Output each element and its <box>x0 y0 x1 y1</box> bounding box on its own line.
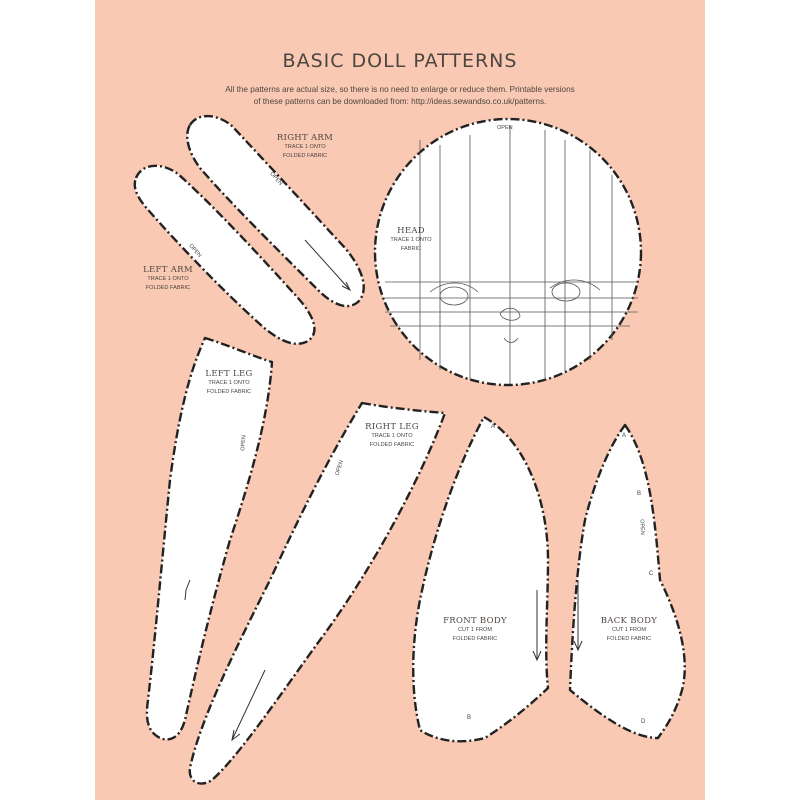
front-body-mark-a: A <box>491 424 496 430</box>
right-leg-grain-arrow <box>231 669 266 742</box>
back-body-piece <box>568 423 686 740</box>
head-piece <box>373 117 643 387</box>
right-leg-instr-2: FOLDED FABRIC <box>369 442 415 448</box>
front-body-name: FRONT BODY <box>443 616 507 626</box>
right-arm-instr-1: TRACE 1 ONTO <box>284 144 326 150</box>
right-arm-grain-arrow <box>304 239 352 292</box>
left-leg-instr-2: FOLDED FABRIC <box>206 389 252 395</box>
front-body-grain-arrow <box>532 590 542 662</box>
left-leg-grain-arrow <box>184 579 191 601</box>
back-body-mark-b: B <box>637 491 642 497</box>
back-body-instr-1: CUT 1 FROM <box>611 627 647 633</box>
back-body-mark-c: C <box>649 571 654 577</box>
right-arm-name: RIGHT ARM <box>276 133 334 143</box>
right-leg-label: RIGHT LEG TRACE 1 ONTO FOLDED FABRIC <box>352 422 432 450</box>
head-label: HEAD TRACE 1 ONTO FABRIC <box>375 226 447 254</box>
right-arm-piece <box>186 114 365 308</box>
left-arm-instr-2: FOLDED FABRIC <box>145 285 191 291</box>
front-body-label: FRONT BODY CUT 1 FROM FOLDED FABRIC <box>432 616 518 644</box>
back-body-instr-2: FOLDED FABRIC <box>606 636 652 642</box>
head-guide-lines <box>385 125 638 384</box>
left-leg-name: LEFT LEG <box>205 369 253 379</box>
right-leg-name: RIGHT LEG <box>365 422 419 432</box>
head-open-label: OPEN <box>497 125 513 131</box>
head-instr-1: TRACE 1 ONTO <box>390 237 432 243</box>
left-leg-piece <box>145 336 274 741</box>
back-body-name: BACK BODY <box>600 616 658 626</box>
back-body-mark-a: A <box>622 433 627 439</box>
back-body-label: BACK BODY CUT 1 FROM FOLDED FABRIC <box>586 616 672 644</box>
front-body-instr-2: FOLDED FABRIC <box>452 636 498 642</box>
head-name: HEAD <box>397 226 425 236</box>
back-body-mark-d: D <box>641 719 646 725</box>
front-body-mark-b: B <box>467 715 472 721</box>
front-body-instr-1: CUT 1 FROM <box>457 627 493 633</box>
left-arm-label: LEFT ARM TRACE 1 ONTO FOLDED FABRIC <box>128 265 208 293</box>
right-arm-label: RIGHT ARM TRACE 1 ONTO FOLDED FABRIC <box>265 133 345 161</box>
left-arm-name: LEFT ARM <box>143 265 193 275</box>
back-body-grain-arrow <box>573 580 583 652</box>
page-title: BASIC DOLL PATTERNS <box>282 50 518 72</box>
left-arm-instr-1: TRACE 1 ONTO <box>147 276 189 282</box>
left-leg-instr-1: TRACE 1 ONTO <box>208 380 250 386</box>
front-body-piece <box>412 415 550 743</box>
right-leg-instr-1: TRACE 1 ONTO <box>371 433 413 439</box>
left-arm-piece <box>133 164 316 345</box>
right-arm-instr-2: FOLDED FABRIC <box>282 153 328 159</box>
intro-line-2: of these patterns can be downloaded from… <box>253 97 547 106</box>
intro-line-1: All the patterns are actual size, so the… <box>225 85 575 94</box>
head-instr-2: FABRIC <box>400 246 422 252</box>
left-leg-label: LEFT LEG TRACE 1 ONTO FOLDED FABRIC <box>190 369 268 397</box>
right-leg-piece <box>188 401 447 785</box>
back-body-open-label: OPEN <box>638 519 646 535</box>
